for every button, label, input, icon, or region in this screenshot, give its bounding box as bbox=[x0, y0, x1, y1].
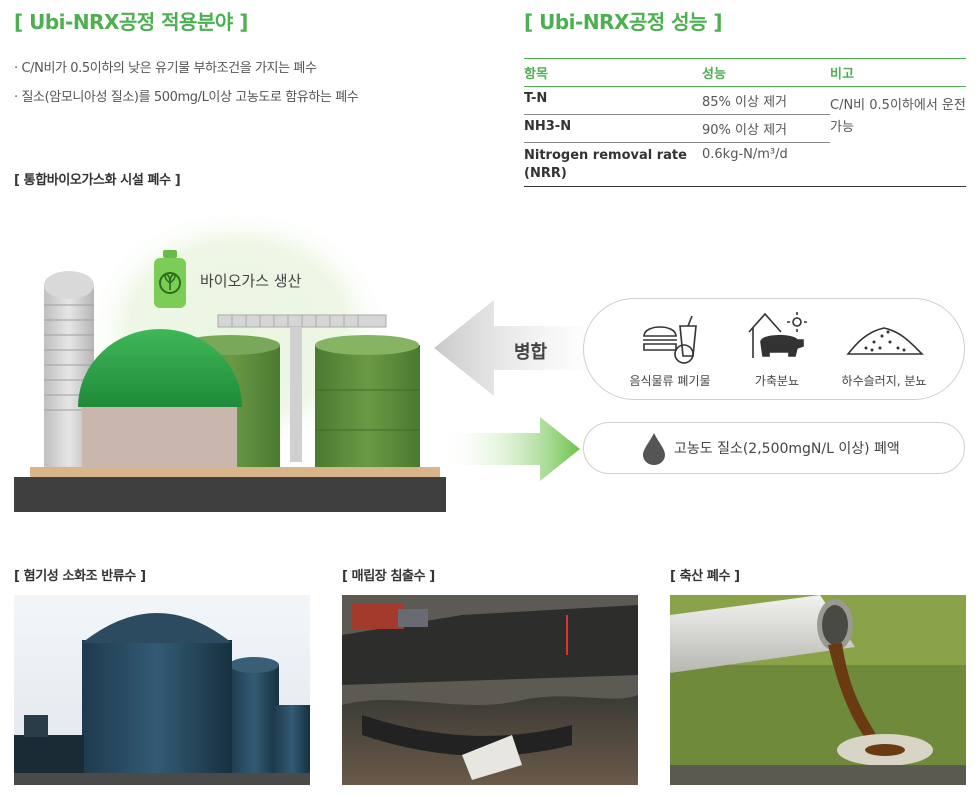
gas-canister-icon bbox=[154, 250, 186, 308]
row-value: 0.6kg-N/m³/d bbox=[702, 142, 830, 188]
livestock-wastewater-photo bbox=[670, 595, 966, 785]
application-title: [ Ubi-NRX공정 적용분야 ] bbox=[14, 10, 248, 34]
application-bullet-1: · C/N비가 0.5이하의 낮은 유기물 부하조건을 가지는 폐수 bbox=[14, 61, 317, 76]
output-label: 고농도 질소(2,500mgN/L 이상) 폐액 bbox=[674, 441, 900, 457]
gallery-label-landfill: [ 매립장 침출수 ] bbox=[342, 569, 435, 584]
landfill-photo bbox=[342, 595, 638, 785]
row-item: NH3-N bbox=[524, 114, 702, 143]
header-note: 비고 bbox=[830, 58, 966, 87]
digester-photo bbox=[14, 595, 310, 785]
performance-table: 항목 성능 비고 T-N 85% 이상 제거 C/N비 0.5이하에서 운전 가… bbox=[524, 58, 966, 188]
row-note: C/N비 0.5이하에서 운전 가능 bbox=[830, 86, 966, 188]
droplet-icon bbox=[643, 433, 665, 465]
header-item: 항목 bbox=[524, 58, 702, 87]
food-waste-icon bbox=[643, 315, 697, 364]
facility-label: [ 통합바이오가스화 시설 폐수 ] bbox=[14, 173, 181, 188]
table-row: Nitrogen removal rate (NRR) 0.6kg-N/m³/d bbox=[524, 142, 966, 188]
merge-label: 병합 bbox=[514, 342, 548, 363]
biogas-plant-illustration bbox=[14, 205, 446, 512]
header-performance: 성능 bbox=[702, 58, 830, 87]
output-arrow-icon bbox=[440, 417, 580, 481]
merge-arrow-icon bbox=[434, 300, 599, 396]
table-row: T-N 85% 이상 제거 C/N비 0.5이하에서 운전 가능 bbox=[524, 86, 966, 188]
sludge-icon bbox=[846, 327, 924, 355]
input-label-food-waste: 음식물류 폐기물 bbox=[629, 374, 711, 388]
gallery-label-livestock: [ 축산 폐수 ] bbox=[670, 569, 740, 584]
row-value: 85% 이상 제거 bbox=[702, 86, 830, 115]
application-bullet-2: · 질소(암모니아성 질소)를 500mg/L이상 고농도로 함유하는 폐수 bbox=[14, 90, 359, 105]
biogas-label: 바이오가스 생산 bbox=[200, 272, 302, 290]
row-value: 90% 이상 제거 bbox=[702, 114, 830, 143]
row-item: T-N bbox=[524, 86, 702, 115]
table-row: NH3-N 90% 이상 제거 bbox=[524, 114, 966, 143]
input-label-livestock: 가축분뇨 bbox=[754, 374, 800, 388]
table-header-row: 항목 성능 비고 bbox=[524, 58, 966, 87]
input-label-sludge: 하수슬러지, 분뇨 bbox=[841, 374, 927, 388]
livestock-icon bbox=[748, 312, 807, 358]
gallery-label-digester: [ 혐기성 소화조 반류수 ] bbox=[14, 569, 146, 584]
performance-title: [ Ubi-NRX공정 성능 ] bbox=[524, 10, 723, 34]
row-item: Nitrogen removal rate (NRR) bbox=[524, 142, 702, 188]
